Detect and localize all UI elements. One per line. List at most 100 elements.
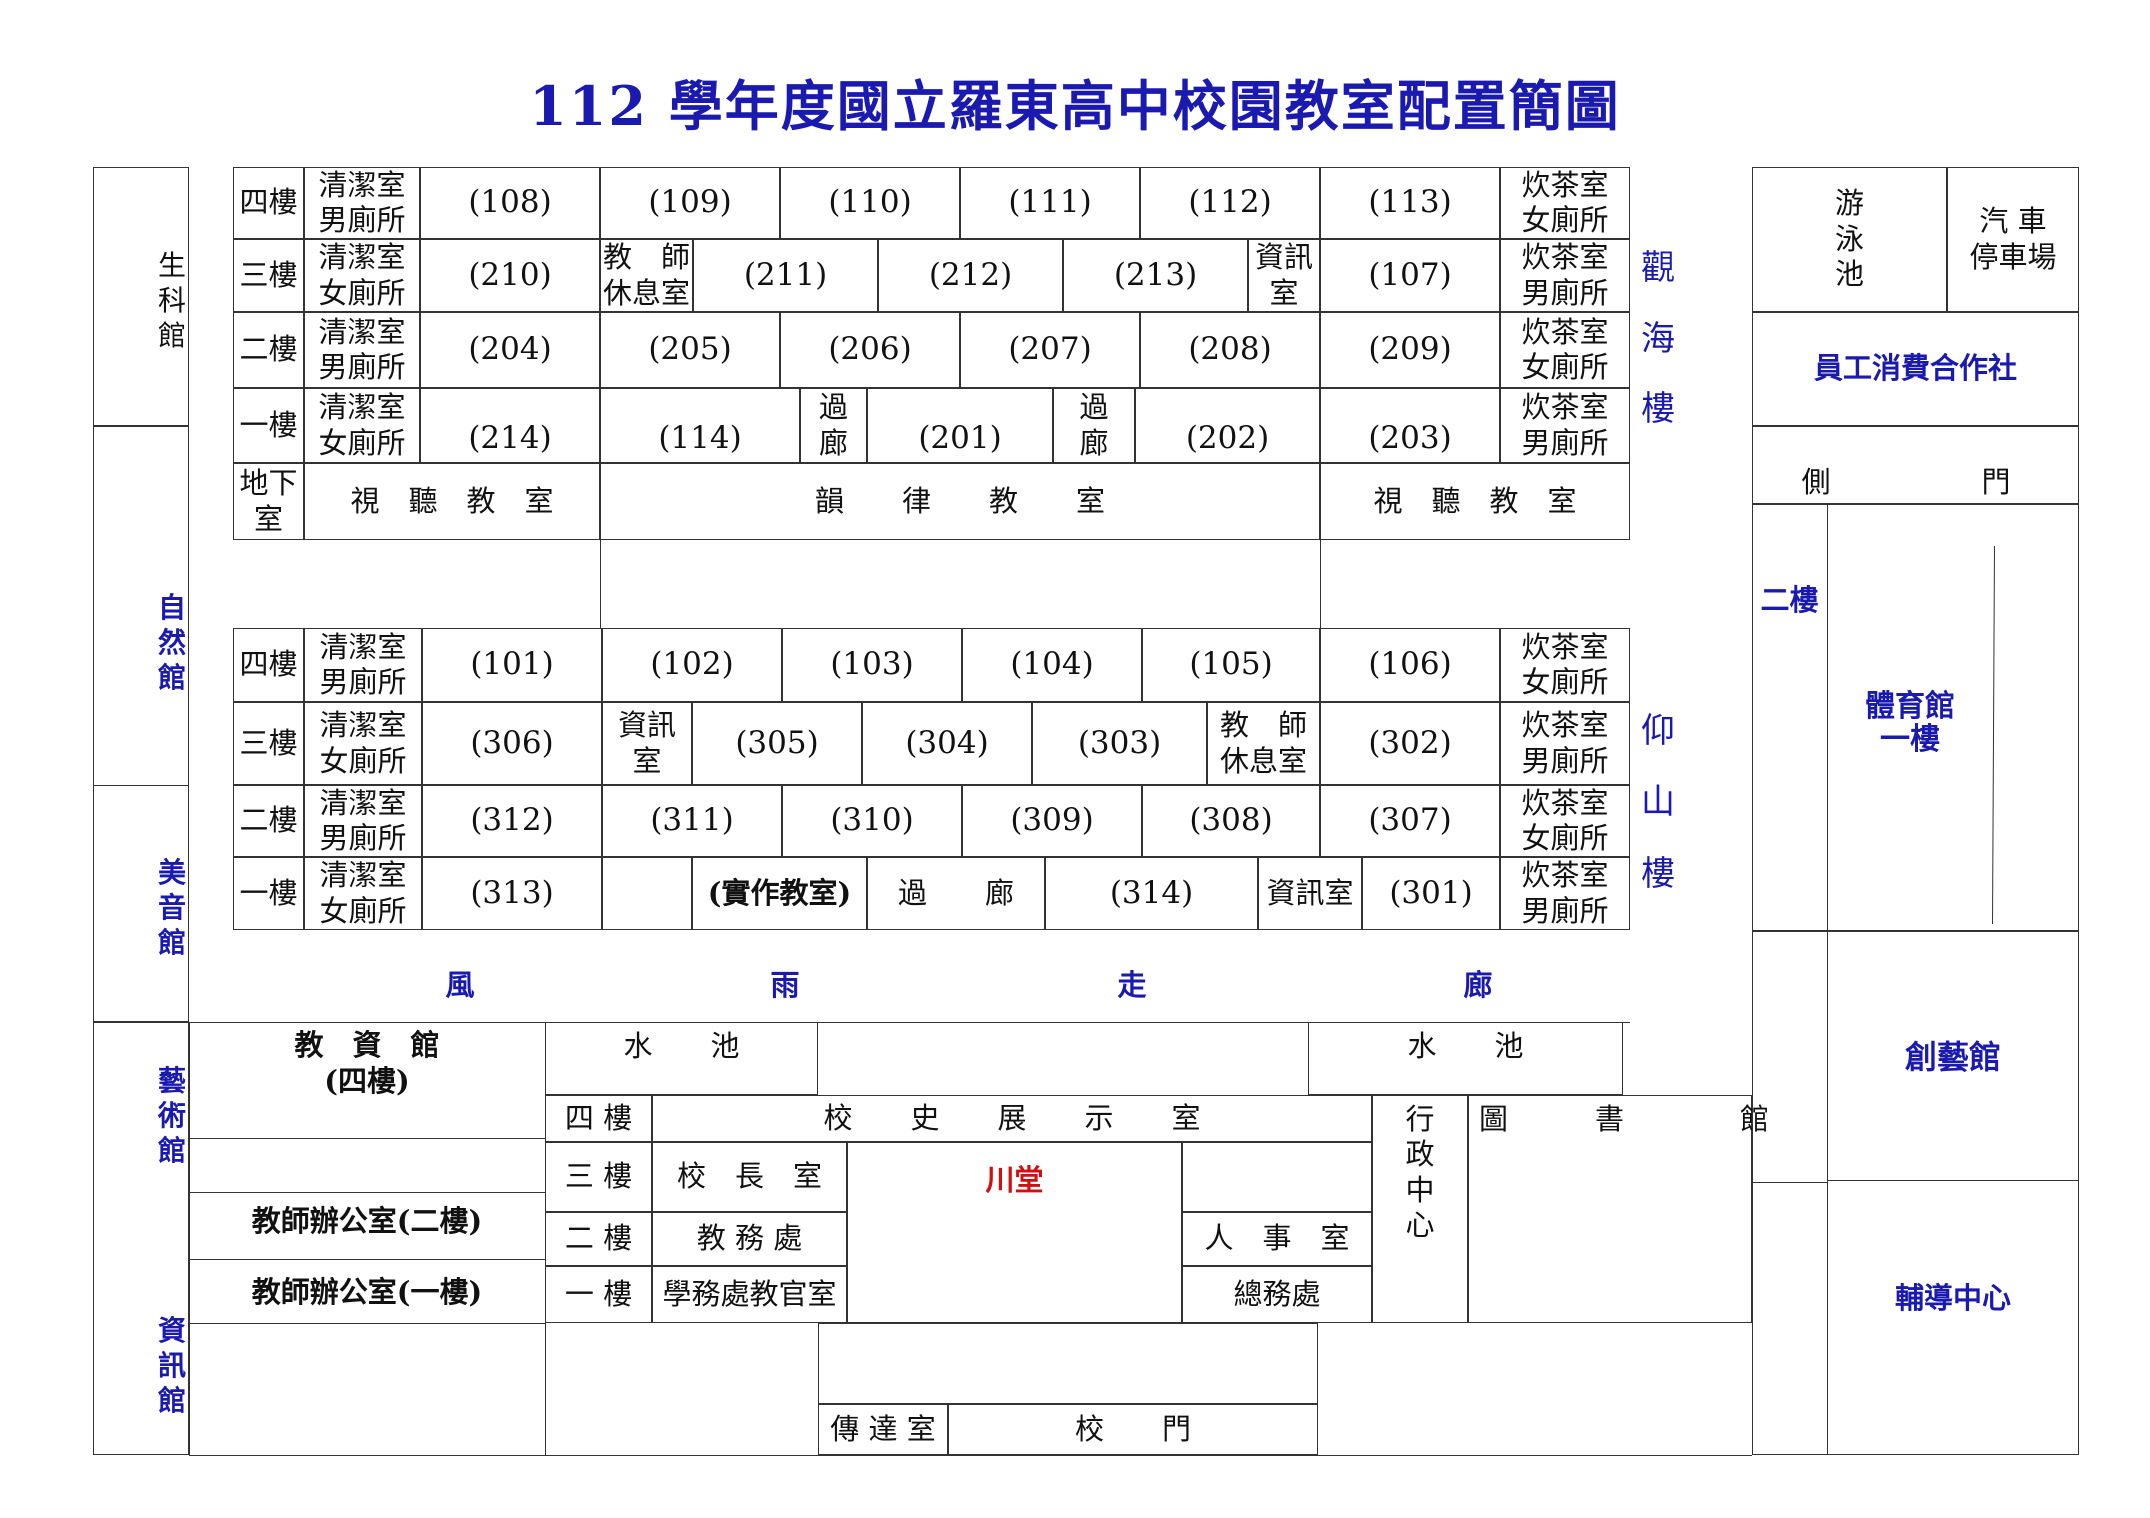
room-113: (113)	[1320, 167, 1500, 239]
admin-4f-label: 四 樓	[545, 1095, 652, 1142]
admin-3f-blank	[1182, 1142, 1372, 1212]
practice-room: (實作教室)	[692, 857, 867, 930]
guanhai-2f-label: 二樓	[233, 312, 304, 388]
room-114: (114)	[600, 388, 800, 463]
guanhai-3f-restroom: 清潔室 女廁所	[304, 239, 420, 312]
nature-music-building	[93, 426, 189, 1022]
info-building-label: 資 訊 館	[157, 1314, 186, 1417]
creative-arts-building: 創藝館	[1904, 1038, 2001, 1076]
yangshan-4f-label: 四樓	[233, 628, 304, 702]
room-302: (302)	[1320, 702, 1500, 785]
principal-office: 校 長 室	[652, 1142, 847, 1212]
yangshan-2f-tea-room: 炊茶室 女廁所	[1500, 785, 1630, 857]
room-308: (308)	[1142, 785, 1320, 857]
room-109: (109)	[600, 167, 780, 239]
guanhai-corridor-2: 過 廊	[1053, 388, 1135, 463]
yangshan-teacher-lounge: 教 師 休息室	[1207, 702, 1320, 785]
room-313: (313)	[422, 857, 602, 930]
bio-building-label: 生 科 館	[157, 249, 186, 352]
room-103: (103)	[782, 628, 962, 702]
room-212: (212)	[878, 239, 1063, 312]
room-211: (211)	[693, 239, 878, 312]
room-301: (301)	[1362, 857, 1500, 930]
guanhai-2f-restroom: 清潔室 男廁所	[304, 312, 420, 388]
room-307: (307)	[1320, 785, 1500, 857]
room-107: (107)	[1320, 239, 1500, 312]
side-gate-char-2: 門	[1981, 465, 2011, 499]
edu-building-floor: (四樓)	[324, 1064, 410, 1098]
room-101: (101)	[422, 628, 602, 702]
room-310: (310)	[782, 785, 962, 857]
teacher-office-1f: 教師辦公室(一樓)	[251, 1275, 483, 1309]
bio-building	[93, 167, 189, 426]
school-history-room: 校 史 展 示 室	[652, 1095, 1372, 1142]
guanhai-info-room: 資訊 室	[1248, 239, 1320, 312]
guanhai-1f-label: 一樓	[233, 388, 304, 463]
room-208: (208)	[1140, 312, 1320, 388]
room-314: (314)	[1045, 857, 1258, 930]
edu-building-name: 教 資 館	[294, 1028, 440, 1062]
art-building-label: 藝 術 館	[157, 1064, 186, 1167]
admin-1f-label: 一 樓	[545, 1266, 652, 1323]
hall-label: 川堂	[985, 1163, 1044, 1197]
room-105: (105)	[1142, 628, 1320, 702]
room-214: (214)	[420, 388, 600, 463]
student-affairs-office: 學務處教官室	[652, 1266, 847, 1323]
room-306: (306)	[422, 702, 602, 785]
yangshan-info-room: 資訊 室	[602, 702, 692, 785]
yangshan-2f-label: 二樓	[233, 785, 304, 857]
gym-2f-label: 二樓	[1760, 583, 1819, 617]
teacher-office-2f: 教師辦公室(二樓)	[251, 1204, 483, 1238]
yangshan-building-name: 仰 山 樓	[1641, 711, 1675, 894]
yangshan-1f-blank	[602, 857, 692, 930]
room-204: (204)	[420, 312, 600, 388]
rhythm-room: 韻 律 教 室	[600, 463, 1320, 540]
pond-west: 水 池	[545, 1022, 818, 1095]
guard-room: 傳 達 室	[818, 1404, 948, 1455]
room-213: (213)	[1063, 239, 1248, 312]
guanhai-4f-tea-room: 炊茶室 女廁所	[1500, 167, 1630, 239]
parking-lot: 汽 車 停車場	[1947, 167, 2079, 312]
nature-building-label: 自 然 館	[157, 591, 186, 694]
yangshan-1f-tea-room: 炊茶室 男廁所	[1500, 857, 1630, 930]
room-201: (201)	[867, 388, 1053, 463]
yangshan-4f-tea-room: 炊茶室 女廁所	[1500, 628, 1630, 702]
yangshan-1f-restroom: 清潔室 女廁所	[304, 857, 422, 930]
walkway-char-4: 廊	[1463, 968, 1493, 1002]
general-affairs-office: 總務處	[1182, 1266, 1372, 1323]
room-311: (311)	[602, 785, 782, 857]
room-108: (108)	[420, 167, 600, 239]
room-312: (312)	[422, 785, 602, 857]
walkway-char-1: 風	[445, 968, 475, 1002]
room-205: (205)	[600, 312, 780, 388]
swimming-pool: 游 泳 池	[1752, 167, 1947, 312]
guanhai-4f-restroom: 清潔室 男廁所	[304, 167, 420, 239]
gym-label: 體育館 一樓	[1865, 689, 1955, 757]
music-building-label: 美 音 館	[157, 856, 186, 959]
creative-counseling-block	[1752, 931, 2079, 1455]
room-206: (206)	[780, 312, 960, 388]
guanhai-3f-tea-room: 炊茶室 男廁所	[1500, 239, 1630, 312]
guanhai-b1-label: 地下 室	[233, 463, 304, 540]
guanhai-2f-tea-room: 炊茶室 女廁所	[1500, 312, 1630, 388]
walkway-char-2: 雨	[770, 968, 800, 1002]
yangshan-info-room-1f: 資訊室	[1258, 857, 1362, 930]
room-303: (303)	[1032, 702, 1207, 785]
pond-east: 水 池	[1308, 1022, 1623, 1095]
room-207: (207)	[960, 312, 1140, 388]
counseling-center: 輔導中心	[1894, 1281, 2011, 1315]
yangshan-1f-label: 一樓	[233, 857, 304, 930]
room-110: (110)	[780, 167, 960, 239]
av-room-west: 視 聽 教 室	[304, 463, 600, 540]
guanhai-corridor-1: 過 廊	[800, 388, 867, 463]
room-202: (202)	[1135, 388, 1320, 463]
art-info-building	[93, 1022, 189, 1455]
av-room-east: 視 聽 教 室	[1320, 463, 1630, 540]
admin-2f-label: 二 樓	[545, 1212, 652, 1266]
room-203: (203)	[1320, 388, 1500, 463]
guanhai-3f-label: 三樓	[233, 239, 304, 312]
room-304: (304)	[862, 702, 1032, 785]
employee-coop: 員工消費合作社	[1752, 312, 2079, 426]
room-209: (209)	[1320, 312, 1500, 388]
admin-3f-label: 三 樓	[545, 1142, 652, 1212]
